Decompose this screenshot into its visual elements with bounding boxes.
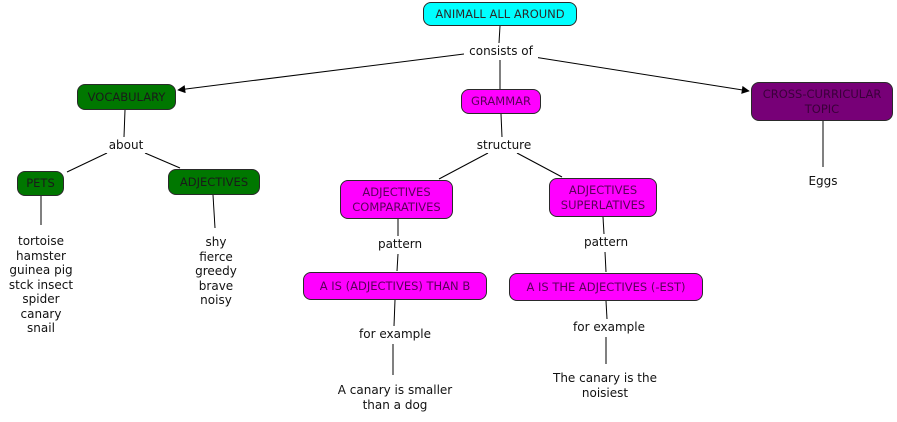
link-label-pattern-right: pattern — [578, 235, 634, 250]
superlative-example: The canary is the noisiest — [553, 371, 657, 400]
adjectives-node-label: ADJECTIVES — [179, 174, 249, 189]
pets-node[interactable]: PETS — [17, 171, 64, 196]
link-about-adjectives — [144, 152, 181, 169]
link-grammar-structure — [500, 113, 503, 138]
comparatives-node-label: ADJECTIVES COMPARATIVES — [352, 184, 441, 214]
link-structure-comparatives — [438, 152, 489, 180]
link-superlative-forexample — [605, 300, 608, 320]
link-label-structure: structure — [472, 138, 536, 153]
link-comparative-forexample — [393, 299, 396, 327]
adjectives-node[interactable]: ADJECTIVES — [168, 169, 260, 195]
comparative-example: A canary is smaller than a dog — [337, 383, 453, 412]
link-about-pets — [66, 152, 108, 173]
link-label-about: about — [104, 138, 148, 153]
comparatives-node[interactable]: ADJECTIVES COMPARATIVES — [340, 180, 453, 219]
link-label-for-example-left: for example — [352, 327, 438, 342]
link-pattern-comparative — [396, 253, 399, 272]
superlative-pattern-node[interactable]: A IS THE ADJECTIVES (-EST) — [509, 273, 703, 301]
superlative-pattern-node-label: A IS THE ADJECTIVES (-EST) — [526, 279, 686, 294]
comparative-pattern-node-label: A IS (ADJECTIVES) THAN B — [319, 278, 471, 293]
adjectives-list: shy fierce greedy brave noisy — [195, 235, 237, 307]
vocabulary-node-label: VOCABULARY — [87, 89, 166, 104]
link-label-consists-of: consists of — [464, 44, 538, 59]
link-pattern-superlative — [604, 251, 607, 273]
vocabulary-node[interactable]: VOCABULARY — [77, 84, 176, 110]
link-superlatives-pattern — [602, 216, 605, 235]
superlatives-node[interactable]: ADJECTIVES SUPERLATIVES — [549, 178, 657, 217]
link-consists-vocabulary — [177, 53, 465, 94]
link-label-pattern-left: pattern — [372, 237, 428, 252]
cross-curricular-node-label: CROSS-CURRICULAR TOPIC — [762, 86, 882, 116]
superlatives-node-label: ADJECTIVES SUPERLATIVES — [560, 182, 646, 212]
link-consists-crosscurricular — [533, 56, 750, 94]
link-structure-superlatives — [516, 152, 563, 178]
comparative-pattern-node[interactable]: A IS (ADJECTIVES) THAN B — [303, 272, 487, 300]
cross-curricular-node[interactable]: CROSS-CURRICULAR TOPIC — [751, 82, 893, 121]
pets-list: tortoise hamster guinea pig stck insect … — [8, 234, 74, 335]
link-label-for-example-right: for example — [566, 320, 652, 335]
grammar-node[interactable]: GRAMMAR — [461, 89, 541, 114]
root-node[interactable]: ANIMALL ALL AROUND — [423, 2, 577, 26]
link-adjectives-list — [212, 194, 216, 229]
root-node-label: ANIMALL ALL AROUND — [435, 6, 565, 21]
pets-node-label: PETS — [26, 176, 55, 190]
grammar-node-label: GRAMMAR — [470, 94, 531, 108]
link-vocabulary-about — [123, 109, 126, 138]
link-root-consists — [498, 25, 501, 44]
cross-curricular-topic-eggs: Eggs — [808, 174, 838, 188]
